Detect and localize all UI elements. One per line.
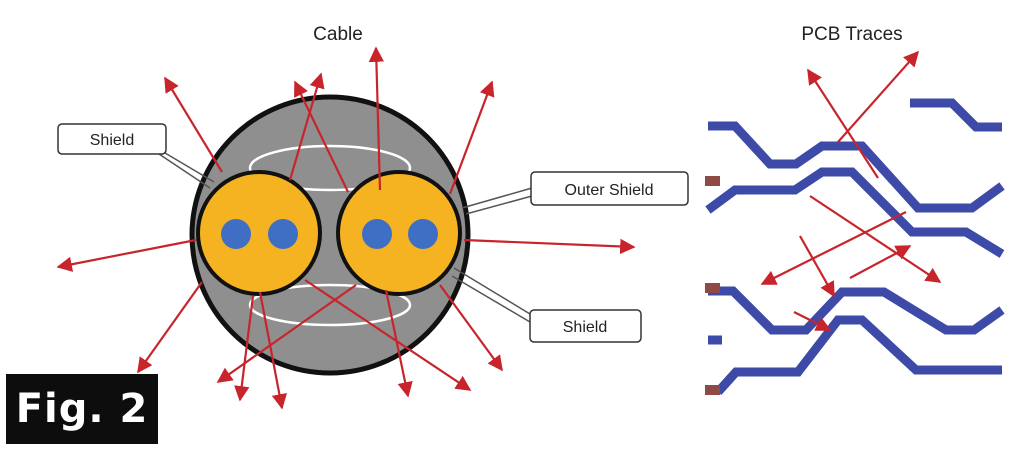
radiation-arrow [463, 238, 636, 255]
inner-shield-loop-bottom [248, 283, 412, 327]
radiation-arrow [216, 284, 357, 383]
radiation-arrow [56, 238, 197, 272]
callout-leader [453, 267, 531, 315]
radiation-arrow [368, 46, 385, 191]
radiation-arrow [384, 289, 413, 398]
radiation-arrow [837, 50, 920, 143]
trace [708, 286, 1005, 335]
pcb-radiation-arrows [760, 50, 942, 331]
pad [705, 385, 720, 395]
radiation-arrow [760, 211, 907, 285]
figure-label: Fig. 2 [6, 374, 158, 444]
radiation-arrow [137, 281, 203, 374]
pcb-title: PCB Traces [801, 24, 902, 45]
radiation-arrow [448, 80, 495, 195]
radiation-arrow [439, 284, 503, 372]
pair-shield-right [336, 170, 462, 296]
radiation-arrow [799, 235, 835, 298]
conductor-dot [408, 219, 438, 249]
callout-label: Outer Shield [565, 182, 654, 199]
pad [705, 283, 720, 293]
radiation-arrow [294, 80, 349, 193]
pair-shield-left [196, 170, 322, 296]
pcb-traces [705, 98, 1005, 396]
shield-callout-bottom: Shield [451, 267, 642, 343]
radiation-arrow [304, 279, 472, 391]
conductor-dot [221, 219, 251, 249]
callout-leader [461, 187, 533, 209]
radiation-arrow [164, 76, 223, 173]
trace [708, 121, 1005, 213]
shield-callout-left: Shield [57, 123, 215, 189]
cable-cross-section [56, 46, 636, 410]
radiation-arrow [793, 311, 832, 331]
radiation-arrow [258, 291, 287, 410]
callout-leader [465, 195, 533, 215]
radiation-arrow [288, 72, 325, 181]
callout-box [529, 309, 642, 343]
radiation-arrow [807, 68, 879, 179]
pad [705, 176, 720, 186]
pcb-pads [705, 176, 720, 395]
callout-box [530, 171, 689, 206]
trace [705, 167, 1005, 258]
callout-leader [451, 275, 531, 323]
conductor-pair-left [196, 170, 322, 296]
outer-shield-callout: Outer Shield [461, 171, 689, 215]
radiation-arrow [849, 245, 912, 279]
conductor-dot [268, 219, 298, 249]
cable-radiation-arrows [56, 46, 636, 410]
inner-shield-loop-top [248, 144, 412, 192]
trace [910, 98, 1002, 132]
radiation-arrow [809, 195, 942, 283]
trace [714, 315, 1002, 396]
callout-box [57, 123, 167, 155]
callout-label: Shield [563, 319, 607, 336]
conductor-dot [362, 219, 392, 249]
conductor-pair-right [336, 170, 462, 296]
outer-shield-jacket [189, 94, 471, 376]
callout-leader [159, 149, 215, 183]
callout-label: Shield [90, 132, 134, 149]
radiation-arrow [234, 295, 255, 402]
cable-title: Cable [313, 24, 363, 45]
